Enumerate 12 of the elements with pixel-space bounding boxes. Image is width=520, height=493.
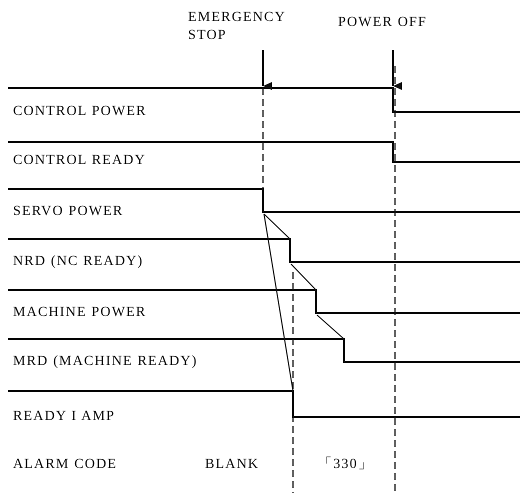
signal-label: ALARM CODE [13, 456, 118, 474]
signal-label: MRD (MACHINE READY) [13, 353, 198, 371]
alarm-code-value: BLANK [205, 456, 260, 474]
alarm-code-value: 「330」 [318, 456, 373, 474]
signal-label: MACHINE POWER [13, 304, 146, 322]
event-label: POWER OFF [338, 14, 427, 32]
signal-label: READY I AMP [13, 408, 116, 426]
signal-label: CONTROL POWER [13, 103, 147, 121]
event-label: EMERGENCY STOP [188, 9, 286, 45]
signal-label: SERVO POWER [13, 203, 124, 221]
signal-label: CONTROL READY [13, 152, 146, 170]
signal-label: NRD (NC READY) [13, 253, 144, 271]
